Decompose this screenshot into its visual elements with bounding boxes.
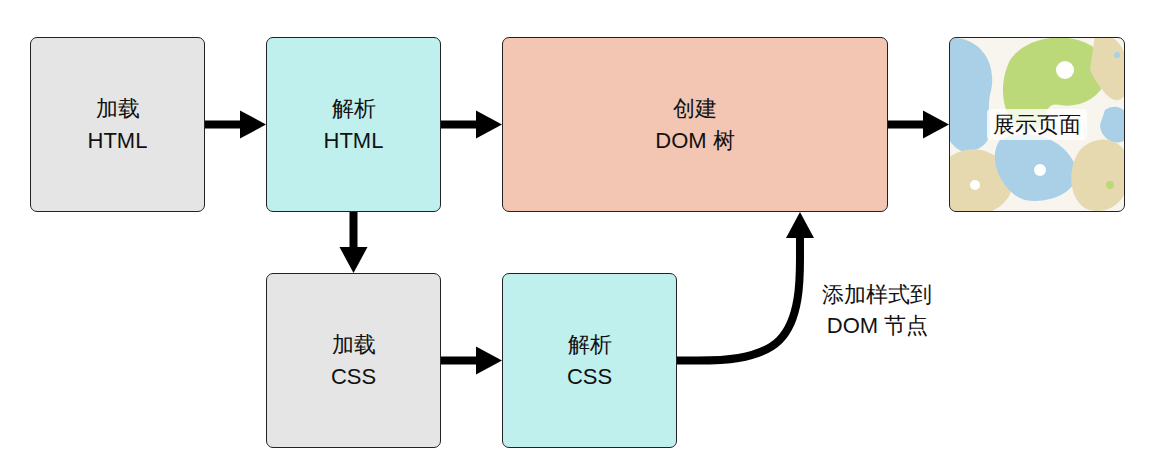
process-box: 加载 HTML xyxy=(30,37,205,212)
flow-arrow xyxy=(441,121,476,129)
edge-label: 添加样式到 DOM 节点 xyxy=(814,279,941,343)
process-box: 解析 HTML xyxy=(266,37,441,212)
node-text: 创建 DOM 树 xyxy=(651,93,739,157)
node-text: 加载 HTML xyxy=(78,93,157,157)
process-box: 加载 CSS xyxy=(266,273,441,448)
process-box: 解析 CSS xyxy=(502,273,677,448)
flow-arrow xyxy=(205,121,240,129)
node-text: 展示页面 xyxy=(987,109,1087,141)
node-text: 解析 CSS xyxy=(550,329,629,393)
flow-arrow xyxy=(888,121,923,129)
flow-arrow xyxy=(677,238,800,361)
page-picture xyxy=(950,38,1124,211)
node-text: 加载 CSS xyxy=(314,329,393,393)
process-box: 创建 DOM 树 xyxy=(502,37,888,212)
flow-arrow xyxy=(441,357,476,365)
result-box: 展示页面 xyxy=(949,37,1125,212)
flow-arrow xyxy=(350,212,358,247)
node-text: 解析 HTML xyxy=(314,93,393,157)
